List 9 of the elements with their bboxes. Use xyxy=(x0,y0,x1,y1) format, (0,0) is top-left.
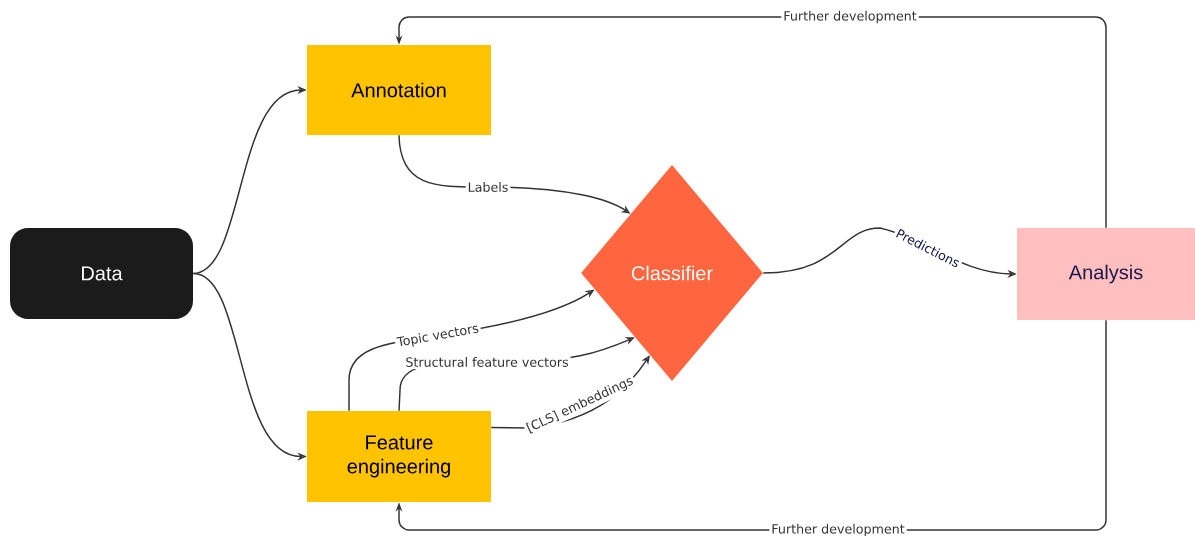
data-box: Data xyxy=(10,228,193,319)
process-box: Annotation xyxy=(307,45,491,135)
edge-label: Further development xyxy=(769,521,907,538)
edge-label: Labels xyxy=(465,180,511,194)
process-box: Feature engineering xyxy=(307,411,491,502)
edge-label: Further development xyxy=(781,8,919,26)
edge-label: Topic vectors xyxy=(393,320,483,352)
result-box: Analysis xyxy=(1017,228,1195,320)
edge-label: Structural feature vectors xyxy=(403,355,571,369)
